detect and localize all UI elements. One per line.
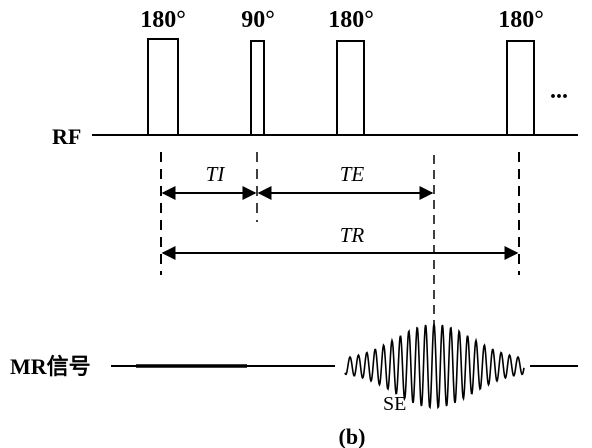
te-label: TE: [340, 162, 365, 186]
pulse-label-180-third: 180°: [498, 7, 544, 33]
spin-echo-waveform: [344, 323, 525, 410]
figure-caption: (b): [339, 424, 366, 448]
rf-pulse-180-second: [336, 40, 365, 136]
pulse-label-180-first: 180°: [140, 7, 186, 33]
pulse-label-180-second: 180°: [328, 7, 374, 33]
rf-pulse-90: [250, 40, 265, 136]
rf-pulse-180-first: [147, 38, 179, 136]
mr-signal-axis-label: MR信号: [10, 354, 91, 379]
pulse-label-90: 90°: [241, 7, 275, 33]
se-label: SE: [383, 393, 406, 415]
rf-pulse-180-third: [506, 40, 535, 136]
rf-axis-label: RF: [52, 124, 81, 149]
more-pulses-ellipsis: ...: [550, 78, 568, 104]
tr-label: TR: [340, 223, 365, 247]
ti-label: TI: [206, 162, 226, 186]
